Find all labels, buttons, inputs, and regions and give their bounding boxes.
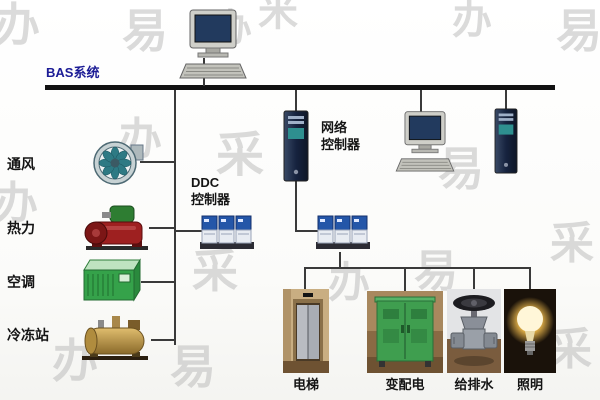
desktop-computer-icon — [395, 111, 455, 172]
watermark-char: 采 — [192, 245, 238, 297]
connector-line — [151, 339, 174, 341]
elevator-photo-icon — [283, 289, 329, 373]
connector-line — [176, 230, 202, 232]
ddc-controller-left — [200, 212, 254, 252]
bas-system-label: BAS系统 — [46, 65, 100, 80]
watermark-char: 易 — [170, 341, 216, 393]
connector-line — [505, 90, 507, 110]
label-power-distribution: 变配电 — [385, 377, 425, 392]
light-bulb-photo-icon — [504, 289, 556, 373]
lighting-photo — [504, 289, 556, 373]
water-valve-photo — [447, 289, 501, 373]
ddc-module-icon — [316, 215, 370, 249]
elevator-photo — [283, 289, 329, 373]
network-controller-server — [283, 110, 309, 182]
monitor-screen — [194, 14, 232, 43]
connector-line — [140, 161, 174, 163]
chiller-unit — [78, 312, 152, 362]
connector-line — [339, 252, 341, 268]
pump-icon — [84, 205, 148, 250]
connector-line — [420, 90, 422, 115]
server-tower-icon — [283, 110, 309, 182]
ddc-module-icon — [200, 215, 254, 249]
top-computer — [178, 8, 248, 86]
label-elevator: 电梯 — [292, 377, 319, 392]
ventilation-fan — [92, 138, 144, 188]
label-lighting: 照明 — [516, 377, 543, 392]
right-server — [493, 108, 519, 174]
heating-pump — [84, 202, 150, 252]
connector-line — [295, 90, 297, 112]
server-tower-icon — [494, 108, 518, 174]
valve-photo-icon — [447, 289, 501, 373]
watermark-char: 米 — [258, 0, 298, 34]
connector-line — [297, 230, 319, 232]
workstation-computer — [392, 110, 458, 178]
power-distribution-photo — [367, 291, 443, 373]
watermark-char: 采 — [550, 219, 594, 268]
desktop-computer-icon — [179, 9, 247, 79]
ddc-controller-right — [316, 212, 370, 252]
air-conditioner-icon — [83, 258, 141, 302]
watermark-char: 易 — [122, 5, 168, 57]
label-ventilation: 通风 — [7, 156, 35, 172]
connector-line — [473, 267, 475, 289]
watermark-char: 办 — [0, 0, 40, 51]
connector-line — [149, 227, 174, 229]
label-air-conditioning: 空调 — [7, 274, 35, 290]
air-conditioner — [82, 258, 142, 304]
watermark-char: 办 — [452, 0, 492, 42]
chiller-icon — [82, 316, 148, 360]
label-chiller-station: 冷冻站 — [7, 327, 49, 343]
connector-line — [141, 281, 174, 283]
network-bus-line — [45, 85, 555, 90]
ddc-controller-label: DDC 控制器 — [191, 175, 231, 207]
connector-line — [174, 90, 176, 345]
connector-line — [529, 267, 531, 289]
network-controller-label: 网络 控制器 — [321, 120, 361, 152]
connector-line — [295, 180, 297, 232]
connector-line — [304, 267, 531, 269]
connector-line — [304, 267, 306, 289]
watermark-char: 易 — [556, 5, 600, 57]
connector-line — [404, 267, 406, 291]
watermark-char: 采 — [216, 129, 265, 182]
monitor-screen — [408, 115, 442, 141]
keyboard — [395, 158, 455, 172]
power-cabinet-photo-icon — [367, 291, 443, 373]
watermark-char: 易 — [414, 247, 458, 296]
label-heating: 热力 — [7, 220, 35, 236]
fan-icon — [93, 141, 144, 185]
label-water-supply: 给排水 — [454, 377, 494, 392]
